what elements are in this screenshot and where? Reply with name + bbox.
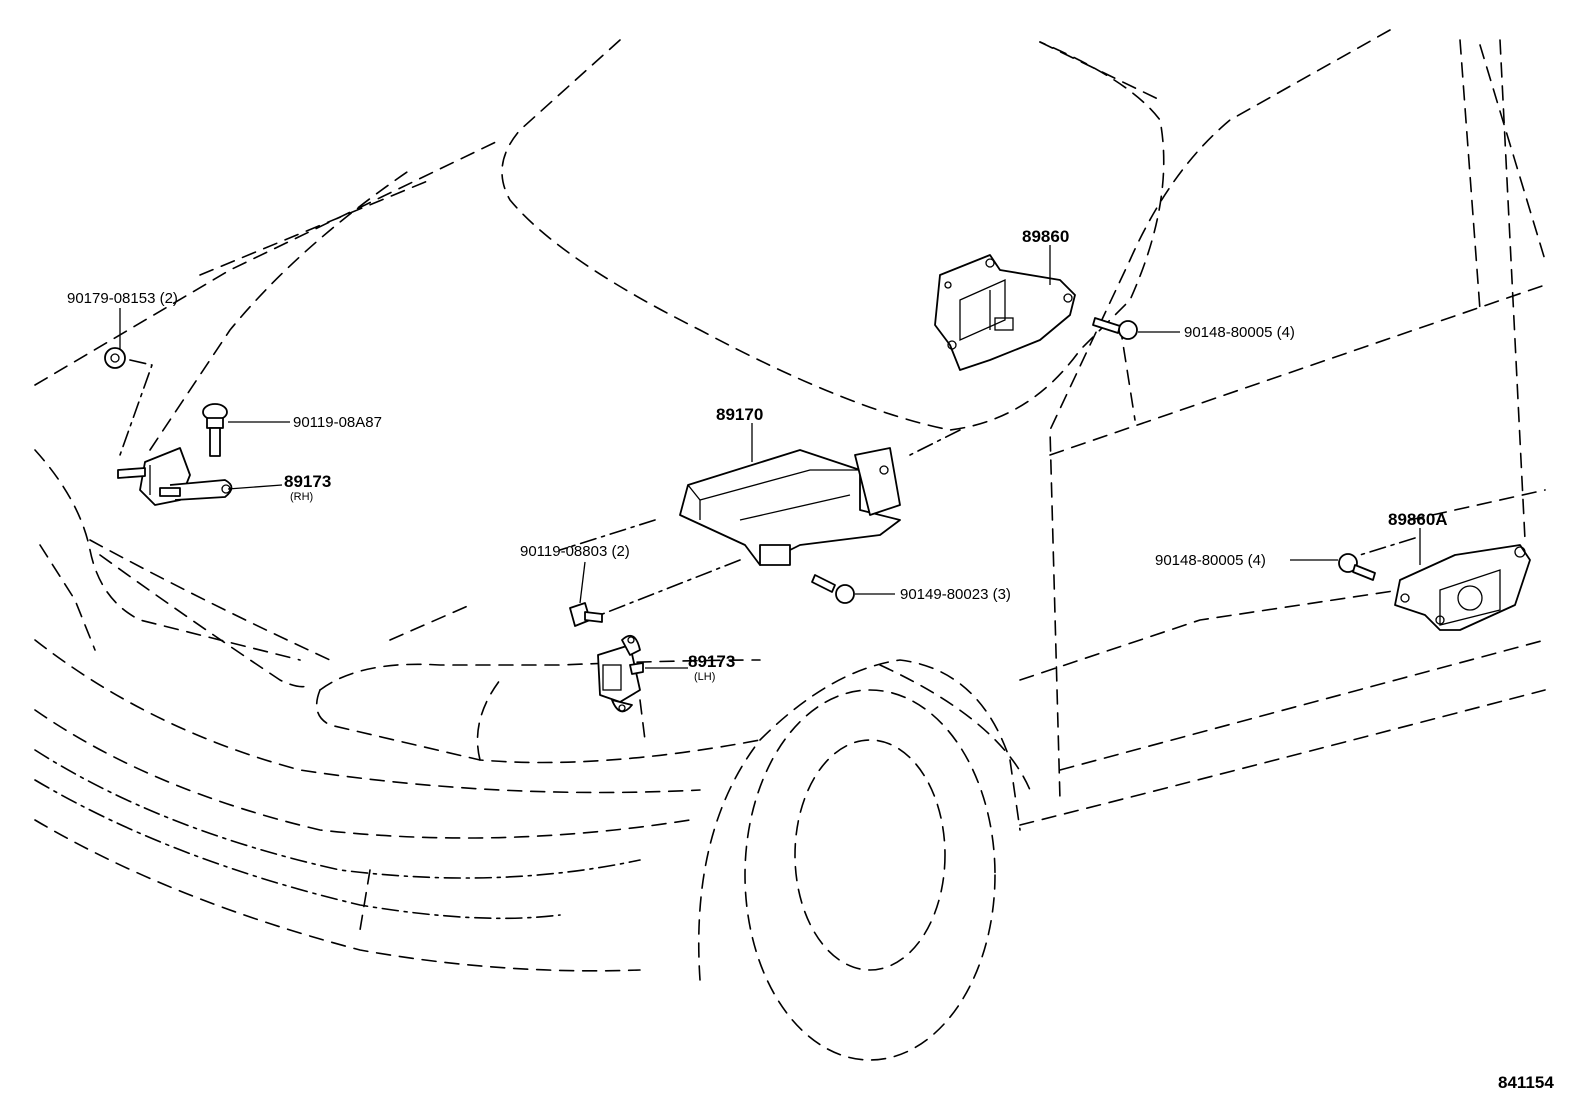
side-sensor-lower-illustration: [1394, 544, 1531, 631]
front-sensor-lh-illustration: [597, 634, 644, 713]
label-bolt-upper: 90148-80005 (4): [1184, 324, 1295, 341]
label-sensor-lh: 89173: [688, 652, 735, 671]
label-sensor-lh-side: (LH): [694, 671, 715, 683]
airbag-ecu-illustration: [679, 447, 901, 566]
label-sensor-upper: 89860: [1022, 227, 1069, 246]
part-labels: 90179-08153 (2) 90119-08A87 89173 (RH) 9…: [67, 227, 1554, 1092]
label-sensor-lower: 89860A: [1388, 510, 1448, 529]
label-bolt-lower: 90148-80005 (4): [1155, 552, 1266, 569]
car-body-outline: [34, 29, 1546, 1061]
figure-number: 841154: [1498, 1073, 1554, 1092]
front-sensor-rh-illustration: [117, 447, 233, 506]
label-sensor-rh-side: (RH): [290, 491, 313, 503]
label-nut-rh: 90179-08153 (2): [67, 290, 178, 307]
label-bolt-lh: 90119-08803 (2): [520, 543, 630, 560]
label-sensor-rh: 89173: [284, 472, 331, 491]
label-bolt-ecu: 90149-80023 (3): [900, 586, 1011, 603]
side-sensor-upper-illustration: [934, 254, 1076, 371]
label-ecu: 89170: [716, 405, 763, 424]
fastener-illustrations: [104, 317, 1376, 627]
label-bolt-rh: 90119-08A87: [293, 414, 382, 431]
leader-lines: [119, 245, 1421, 669]
